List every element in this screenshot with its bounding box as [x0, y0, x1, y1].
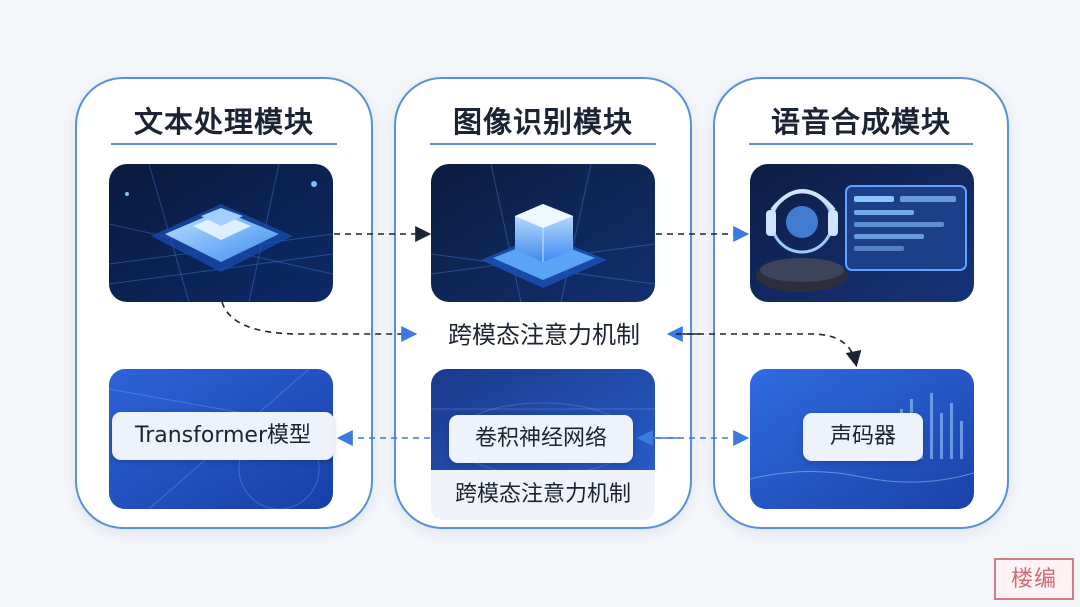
- divider: [430, 143, 656, 145]
- panel-title: 文本处理模块: [133, 105, 314, 139]
- arrow-attention-to-vocoder: [676, 333, 862, 368]
- arrow-text-to-attention: [221, 301, 418, 342]
- divider: [749, 143, 973, 145]
- cube-chip-illustration: [431, 164, 655, 302]
- watermark-stamp: 楼编: [994, 558, 1074, 600]
- cross-modal-strip-label: 跨模态注意力机制: [431, 470, 655, 520]
- panel-title: 语音合成模块: [770, 105, 951, 139]
- cnn-label: 卷积神经网络: [449, 415, 633, 463]
- chip-illustration: [109, 164, 333, 302]
- divider: [111, 143, 337, 145]
- panel-title: 图像识别模块: [452, 105, 633, 139]
- cross-modal-attention-label: 跨模态注意力机制: [428, 315, 660, 355]
- transformer-label: Transformer模型: [112, 412, 334, 460]
- vocoder-label: 声码器: [803, 413, 923, 461]
- headphone-monitor-illustration: [750, 164, 974, 302]
